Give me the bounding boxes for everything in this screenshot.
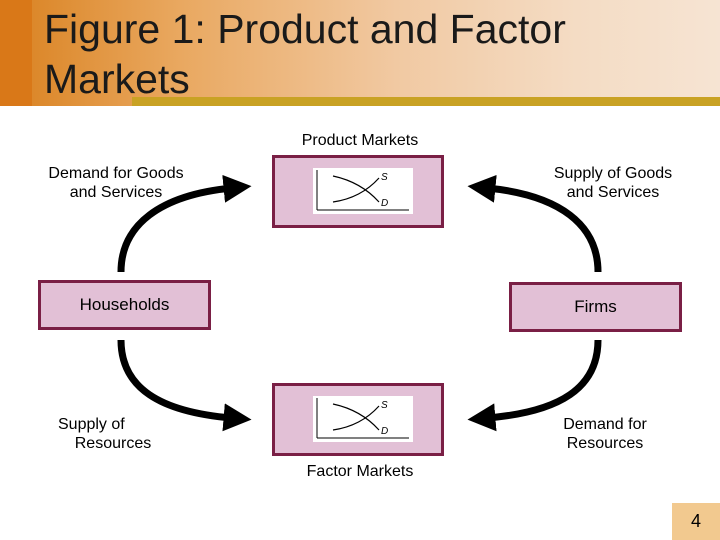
arrow-households-to-product <box>117 174 252 273</box>
firms-box: Firms <box>509 282 682 332</box>
flow-label-line: Demand for <box>563 416 647 433</box>
flow-label-line: and Services <box>566 184 660 201</box>
product-markets-label: Product Markets <box>301 132 419 149</box>
factor-markets-label: Factor Markets <box>306 463 414 480</box>
flow-label-demand-for-goods: Demand for Goods and Services <box>26 164 206 202</box>
supply-curve <box>332 405 380 431</box>
demand-curve <box>332 403 380 431</box>
supply-curve-label: S <box>381 400 388 411</box>
flow-label-supply-of-resources: Supply of Resources <box>38 415 188 453</box>
demand-curve-label: D <box>381 198 388 209</box>
households-label: Households <box>79 295 170 314</box>
arrow-firms-to-product <box>467 174 602 273</box>
flow-label-demand-for-resources: Demand for Resources <box>530 415 680 453</box>
demand-curve <box>332 175 380 203</box>
arrow-households-to-factor <box>117 339 252 432</box>
households-box: Households <box>38 280 211 330</box>
flow-label-line: Resources <box>74 435 152 452</box>
slide-title: Figure 1: Product and Factor Markets <box>44 6 566 102</box>
title-underline-rule <box>132 97 720 106</box>
flow-label-line: and Services <box>69 184 163 201</box>
title-bar <box>0 0 720 106</box>
factor-markets-box: S D <box>272 383 444 456</box>
demand-curve-label: D <box>381 426 388 437</box>
flow-label-line: Demand for Goods <box>48 165 184 182</box>
arrow-firms-to-factor <box>467 339 602 432</box>
factor-supply-demand-graph: S D <box>313 396 413 442</box>
title-accent-strip <box>0 0 32 106</box>
flow-label-line: Resources <box>566 435 644 452</box>
supply-curve-label: S <box>381 172 388 183</box>
supply-curve <box>332 177 380 203</box>
flow-label-line: Supply of Goods <box>553 165 673 182</box>
product-markets-box: S D <box>272 155 444 228</box>
flow-label-line: Supply of <box>58 416 125 433</box>
slide-number: 4 <box>672 503 720 540</box>
product-supply-demand-graph: S D <box>313 168 413 214</box>
flow-label-supply-of-goods: Supply of Goods and Services <box>523 164 703 202</box>
firms-label: Firms <box>574 297 617 316</box>
